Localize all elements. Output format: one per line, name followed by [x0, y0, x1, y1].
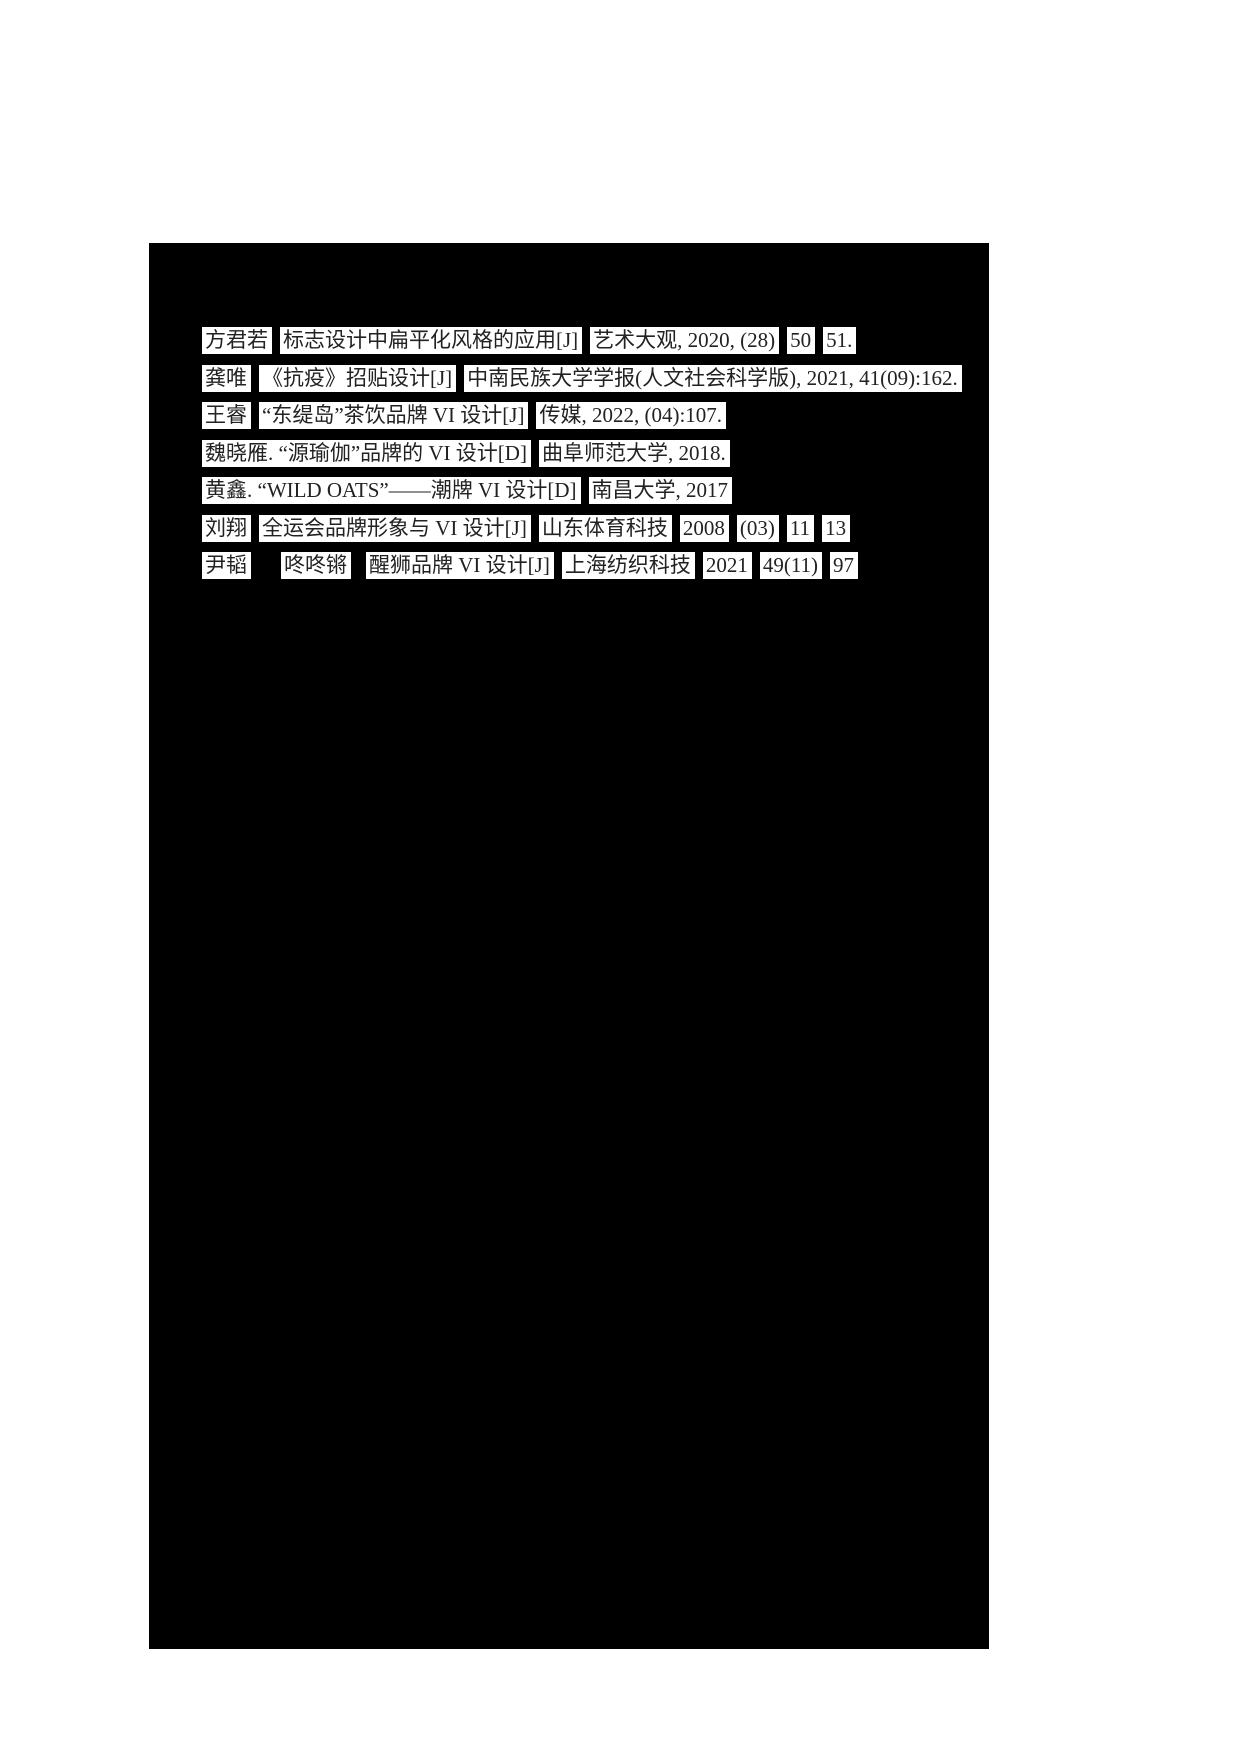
reference-segment: 49(11) — [759, 552, 823, 579]
reference-segment: 50 — [787, 327, 816, 354]
reference-segment: 咚咚锵 — [281, 552, 351, 579]
reference-segment: 醒狮品牌 VI 设计[J] — [366, 552, 554, 579]
reference-segment: 2008 — [679, 514, 729, 542]
reference-entry: 刘翔 全运会品牌形象与 VI 设计[J] 山东体育科技 2008 (03) 11… — [202, 514, 989, 542]
reference-segment: 艺术大观, 2020, (28) — [590, 327, 780, 354]
reference-segment: 曲阜师范大学, 2018. — [538, 439, 730, 467]
reference-segment: 刘翔 — [202, 514, 251, 542]
redacted-region: 方君若 标志设计中扁平化风格的应用[J] 艺术大观, 2020, (28) 50… — [149, 243, 989, 1649]
reference-entry: 尹韬 咚咚锵 醒狮品牌 VI 设计[J] 上海纺织科技 2021 49(11) … — [202, 552, 989, 579]
reference-entry: 龚唯 《抗疫》招贴设计[J] 中南民族大学学报(人文社会科学版), 2021, … — [202, 364, 989, 392]
reference-entry: 方君若 标志设计中扁平化风格的应用[J] 艺术大观, 2020, (28) 50… — [202, 327, 989, 354]
reference-segment: 《抗疫》招贴设计[J] — [259, 364, 457, 392]
reference-segment: 黄鑫. “WILD OATS”——潮牌 VI 设计[D] — [202, 477, 581, 504]
reference-segment: (03) — [736, 514, 779, 542]
reference-entry: 魏晓雁. “源瑜伽”品牌的 VI 设计[D] 曲阜师范大学, 2018. — [202, 439, 989, 467]
reference-segment: 王睿 — [202, 402, 251, 429]
reference-entry: 王睿 “东缇岛”茶饮品牌 VI 设计[J] 传媒, 2022, (04):107… — [202, 402, 989, 429]
reference-segment: 山东体育科技 — [538, 514, 672, 542]
reference-segment: 全运会品牌形象与 VI 设计[J] — [259, 514, 531, 542]
reference-segment: 上海纺织科技 — [561, 552, 695, 579]
reference-segment: 南昌大学, 2017 — [588, 477, 733, 504]
reference-segment: 11 — [786, 514, 815, 542]
reference-segment: 魏晓雁. “源瑜伽”品牌的 VI 设计[D] — [202, 439, 531, 467]
reference-segment: 中南民族大学学报(人文社会科学版), 2021, 41(09):162. — [464, 364, 962, 392]
reference-entry: 黄鑫. “WILD OATS”——潮牌 VI 设计[D] 南昌大学, 2017 — [202, 477, 989, 504]
reference-segment: 标志设计中扁平化风格的应用[J] — [280, 327, 583, 354]
reference-list: 方君若 标志设计中扁平化风格的应用[J] 艺术大观, 2020, (28) 50… — [202, 327, 989, 579]
reference-segment: “东缇岛”茶饮品牌 VI 设计[J] — [259, 402, 529, 429]
reference-segment: 龚唯 — [202, 364, 251, 392]
reference-segment: 传媒, 2022, (04):107. — [536, 402, 727, 429]
reference-segment: 尹韬 — [202, 552, 251, 579]
reference-segment: 97 — [830, 552, 859, 579]
reference-segment: 51. — [823, 327, 857, 354]
reference-segment: 方君若 — [202, 327, 272, 354]
reference-segment: 2021 — [702, 552, 752, 579]
reference-segment: 13 — [822, 514, 851, 542]
